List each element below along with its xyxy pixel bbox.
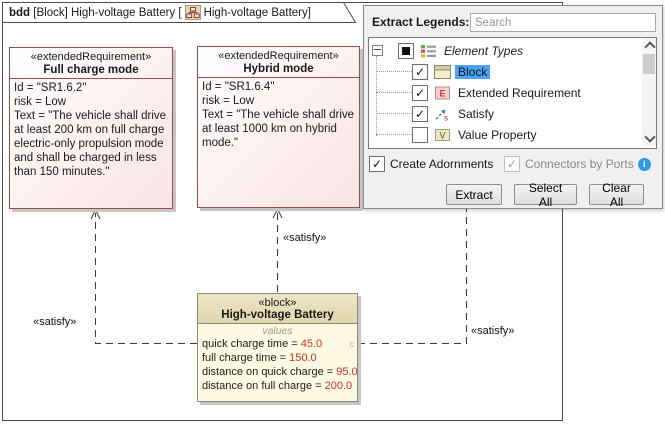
- tree-item-label: Extended Requirement: [458, 85, 581, 100]
- diagram-kind: bdd: [9, 6, 31, 19]
- tristate-checkbox[interactable]: [398, 42, 414, 59]
- frame-heading-text: [Block] High-voltage Battery [: [30, 6, 182, 19]
- requirement-id: Id = "SR1.6.2": [14, 82, 87, 94]
- values-compartment-label: values: [262, 325, 293, 337]
- requirement-body: Id = "SR1.6.4" risk = Low Text = "The ve…: [198, 78, 359, 152]
- value-property-checkbox[interactable]: [412, 126, 428, 143]
- search-input[interactable]: [470, 13, 656, 32]
- stereotype-label: «extendedRequirement»: [218, 50, 339, 62]
- satisfy-label-left[interactable]: «satisfy»: [33, 316, 77, 328]
- tree-root-label: Element Types: [444, 43, 524, 58]
- tree-item-label: Value Property: [458, 127, 537, 142]
- frame-heading: bdd [Block] High-voltage Battery [ High-v…: [3, 3, 347, 22]
- frame-heading-close: ]: [307, 6, 311, 19]
- requirement-name: Full charge mode: [43, 64, 139, 76]
- value-property-row: quick charge time = 45.0: [198, 337, 357, 351]
- compartment-adornment: c: [349, 339, 355, 349]
- equals: =: [312, 380, 325, 392]
- tree-item-satisfy[interactable]: s Satisfy: [412, 103, 497, 124]
- create-adornments-checkbox[interactable]: [369, 156, 385, 172]
- clear-all-button[interactable]: Clear All: [589, 181, 644, 209]
- svg-text:s: s: [444, 113, 448, 121]
- requirement-header: «extendedRequirement» Full charge mode: [10, 48, 172, 79]
- value-property-row: distance on quick charge = 95.0: [198, 365, 358, 379]
- requirement-hybrid-mode[interactable]: «extendedRequirement» Hybrid mode Id = "…: [197, 46, 360, 208]
- legend-icon: [421, 44, 436, 58]
- equals: =: [288, 338, 301, 350]
- svg-text:E: E: [439, 88, 445, 98]
- collapse-expander-icon[interactable]: [372, 45, 383, 56]
- block-high-voltage-battery[interactable]: «block» High-voltage Battery values quic…: [197, 293, 358, 402]
- value-number: 95.0: [336, 366, 358, 378]
- create-adornments-label: Create Adornments: [390, 157, 494, 171]
- requirement-header: «extendedRequirement» Hybrid mode: [198, 47, 359, 78]
- create-adornments-option[interactable]: Create Adornments: [369, 156, 493, 172]
- tree-root-element-types[interactable]: Element Types: [372, 40, 526, 61]
- extended-requirement-checkbox[interactable]: [412, 84, 428, 101]
- extract-legends-panel: Extract Legends: Element Types: [363, 5, 663, 209]
- requirement-body: Id = "SR1.6.2" risk = Low Text = "The ve…: [10, 79, 172, 181]
- requirement-text: Text = "The vehicle shall drive at least…: [202, 109, 355, 149]
- extended-requirement-icon: E: [435, 86, 450, 99]
- block-icon: [434, 64, 451, 79]
- value-name: full charge time: [202, 352, 277, 364]
- block-header: «block» High-voltage Battery: [198, 294, 357, 324]
- value-name: distance on quick charge: [202, 366, 324, 378]
- tree-guide-line: [376, 134, 412, 135]
- stereotype-label: «extendedRequirement»: [30, 51, 152, 63]
- equals: =: [276, 352, 290, 364]
- value-property-icon: V: [435, 128, 450, 141]
- requirement-risk: risk = Low: [14, 96, 67, 108]
- tree-item-label: Satisfy: [458, 106, 495, 121]
- satisfy-label-right[interactable]: «satisfy»: [471, 325, 515, 337]
- tree-guide-line: [376, 71, 412, 72]
- tree-guide-line: [376, 56, 377, 136]
- scroll-up-icon[interactable]: [643, 41, 656, 53]
- panel-title: Extract Legends:: [372, 15, 470, 29]
- tree-item-value-property[interactable]: V Value Property: [412, 124, 540, 145]
- bdd-diagram-icon: [184, 5, 201, 20]
- value-property-row: full charge time = 150.0: [198, 351, 357, 365]
- connectors-by-ports-label: Connectors by Ports: [525, 157, 634, 171]
- value-name: quick charge time: [202, 338, 289, 350]
- connectors-by-ports-option: Connectors by Ports i: [504, 156, 651, 172]
- block-name: High-voltage Battery: [221, 309, 334, 321]
- tree-item-block[interactable]: Block: [412, 61, 491, 82]
- requirement-id: Id = "SR1.6.4": [202, 81, 275, 93]
- extract-button[interactable]: Extract: [446, 184, 502, 205]
- frame-heading-diagram-name: High-voltage Battery: [203, 6, 308, 19]
- tree-item-label: Block: [455, 64, 491, 79]
- tree-item-extended-requirement[interactable]: E Extended Requirement: [412, 82, 584, 103]
- satisfy-checkbox[interactable]: [412, 105, 428, 122]
- value-number: 150.0: [289, 352, 317, 364]
- info-icon[interactable]: i: [637, 157, 651, 171]
- satisfy-label-middle[interactable]: «satisfy»: [283, 232, 327, 244]
- requirement-risk: risk = Low: [202, 95, 255, 107]
- scroll-down-icon[interactable]: [643, 131, 656, 143]
- value-number: 200.0: [324, 380, 353, 392]
- select-all-button[interactable]: Select All: [514, 181, 577, 209]
- tree-guide-line: [376, 92, 412, 93]
- element-types-tree: Element Types Block E Extended Requireme…: [368, 37, 657, 149]
- value-property-row: distance on full charge = 200.0: [198, 379, 357, 393]
- tree-scrollbar[interactable]: [642, 38, 656, 146]
- scrollbar-thumb[interactable]: [643, 54, 655, 74]
- svg-text:V: V: [439, 130, 445, 140]
- requirement-text: Text = "The vehicle shall drive at least…: [14, 110, 167, 178]
- connectors-by-ports-checkbox: [504, 156, 520, 172]
- stereotype-label: «block»: [258, 297, 297, 309]
- equals: =: [323, 366, 337, 378]
- satisfy-icon: s: [435, 109, 448, 121]
- tree-guide-line: [376, 113, 412, 114]
- block-checkbox[interactable]: [412, 63, 428, 80]
- value-name: distance on full charge: [202, 380, 313, 392]
- requirement-full-charge-mode[interactable]: «extendedRequirement» Full charge mode I…: [9, 47, 173, 209]
- value-number: 45.0: [300, 338, 323, 350]
- requirement-name: Hybrid mode: [243, 63, 314, 75]
